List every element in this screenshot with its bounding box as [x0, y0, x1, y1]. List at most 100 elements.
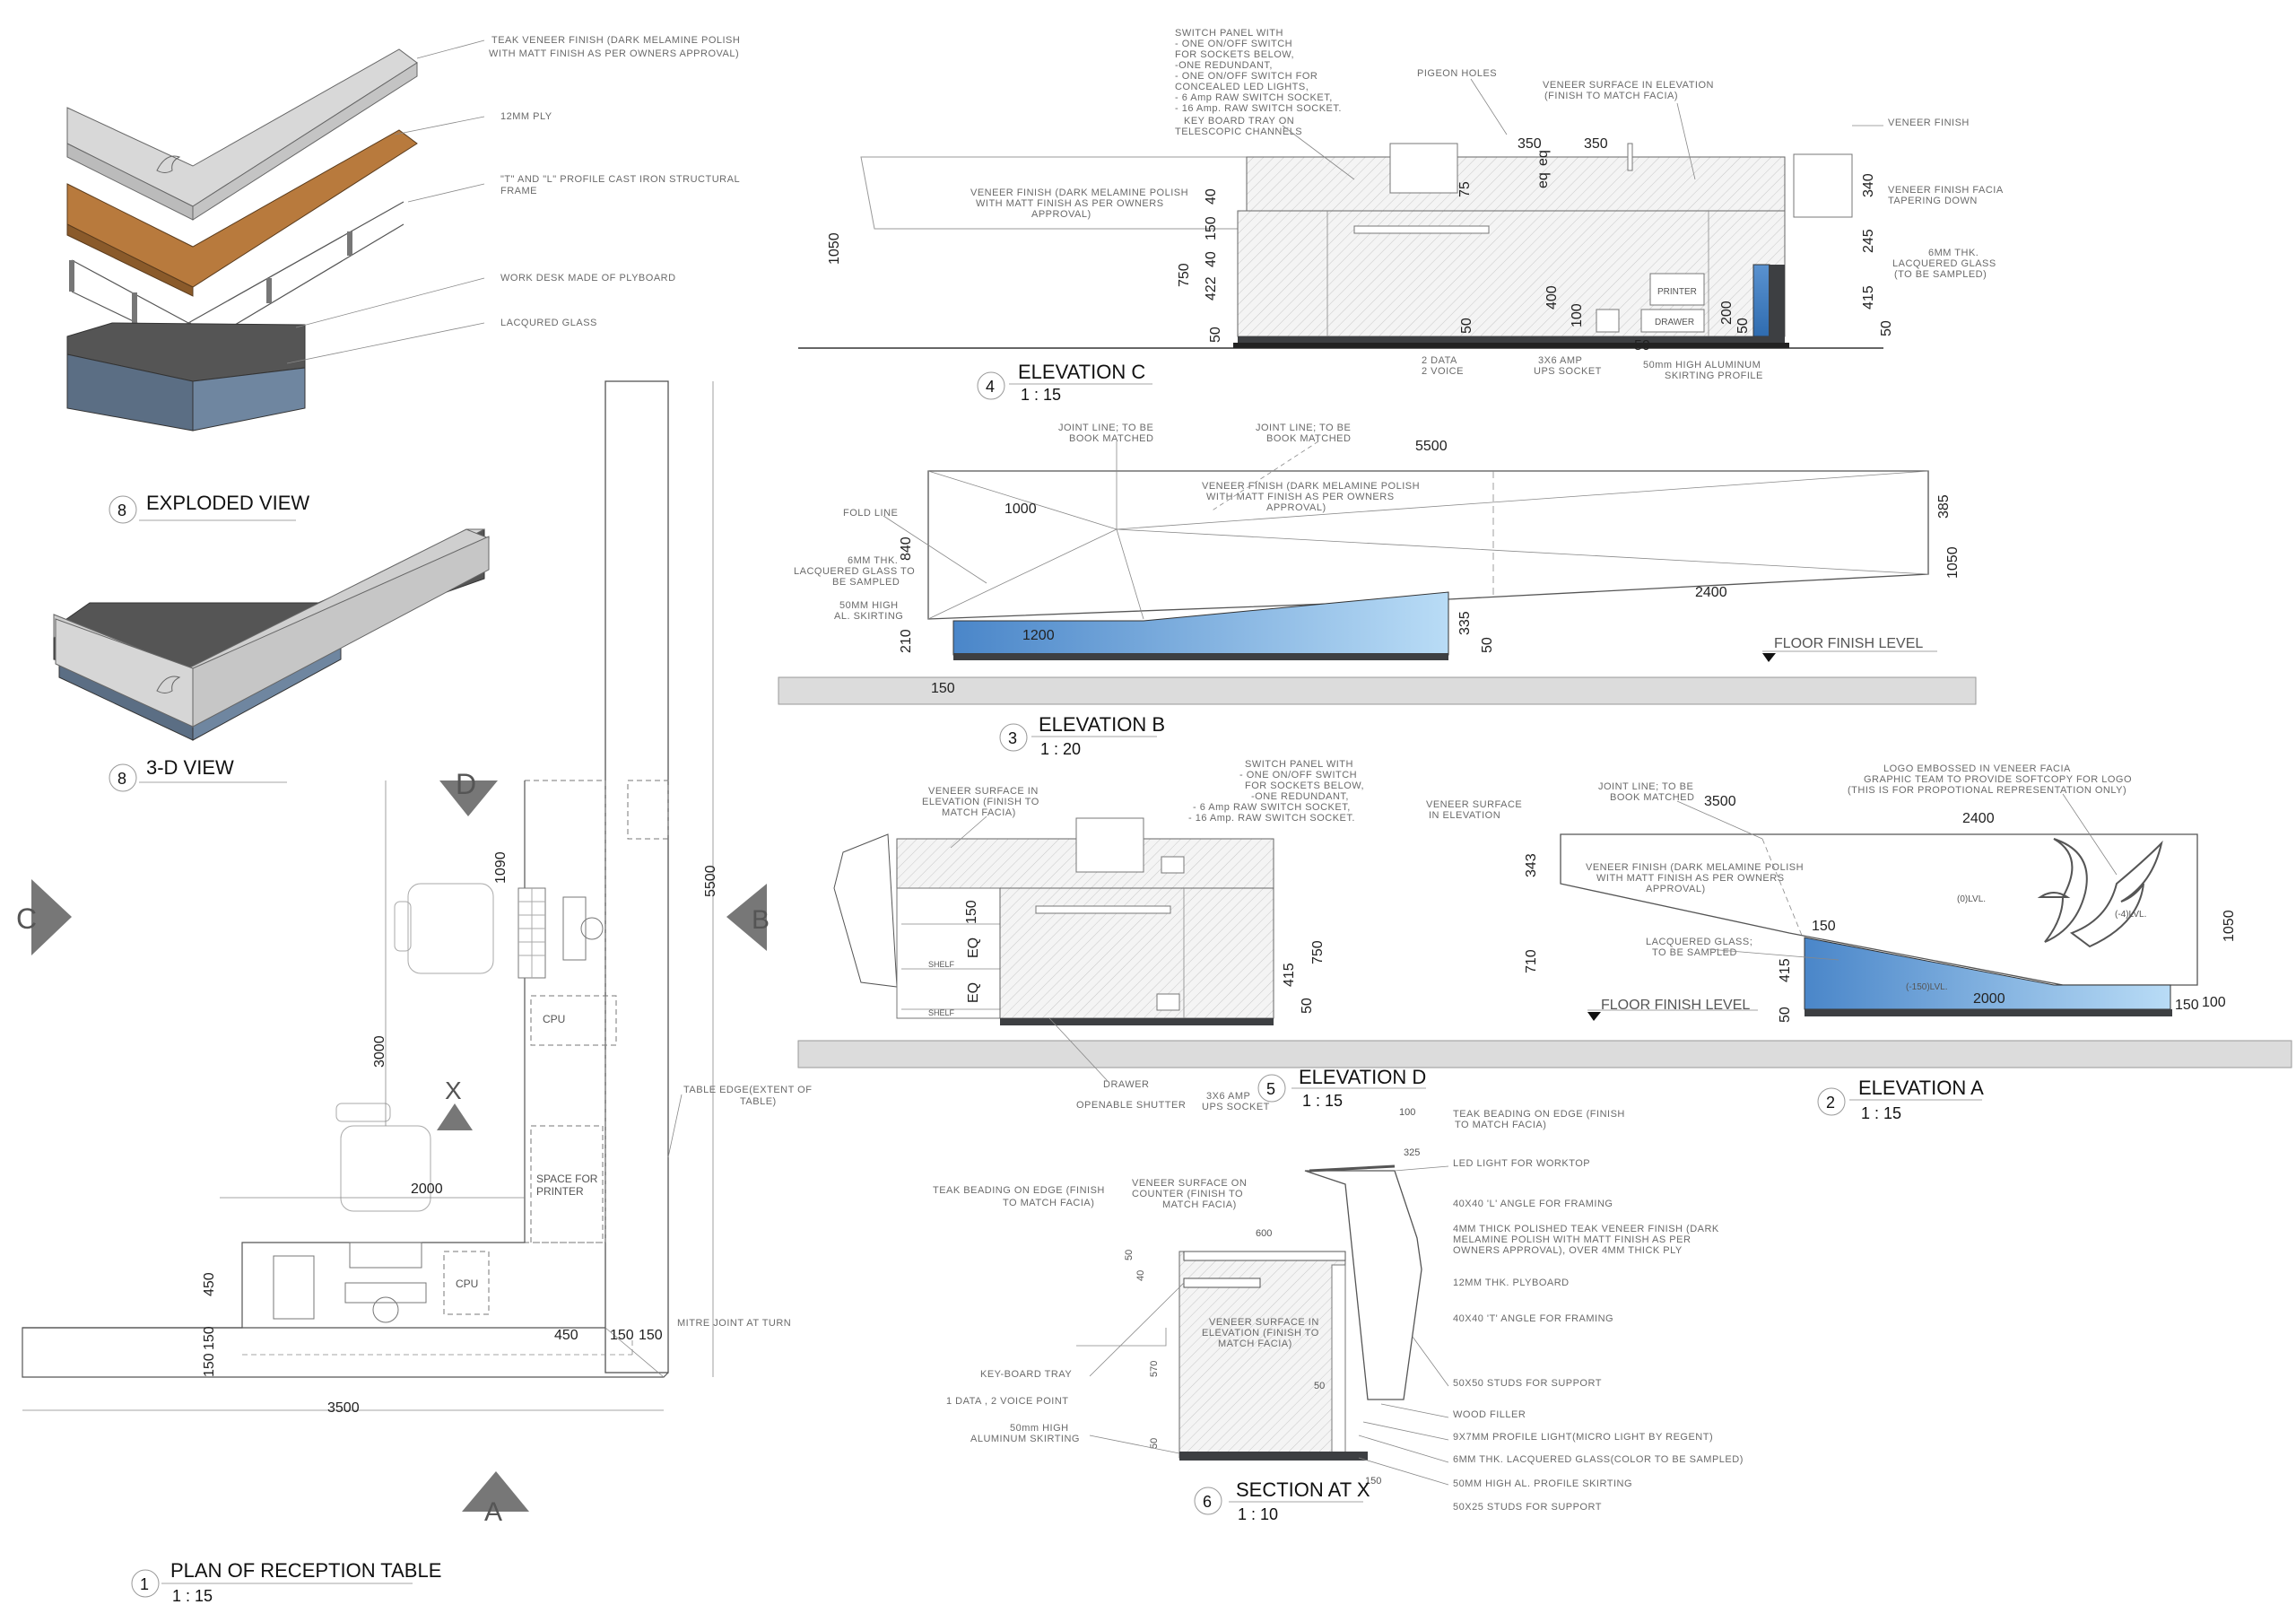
plan-printer-label: SPACE FOR [536, 1173, 598, 1185]
exploded-note-6: WORK DESK MADE OF PLYBOARD [500, 273, 676, 283]
note-line: WITH MATT FINISH AS PER OWNERS [1596, 873, 1785, 884]
note-line: BOOK MATCHED [1266, 433, 1351, 444]
elevD-shelf: SHELF [928, 960, 955, 969]
elevC-notes: SWITCH PANEL WITH - ONE ON/OFF SWITCH FO… [970, 28, 2004, 381]
view-scale: 1 : 15 [172, 1587, 213, 1605]
note-line: VENEER FINISH FACIA [1888, 185, 2004, 196]
note-line: LACQUERED GLASS TO [794, 566, 915, 577]
note-line: OWNERS APPROVAL), OVER 4MM THICK PLY [1453, 1245, 1683, 1256]
note-line: UPS SOCKET [1534, 366, 1602, 377]
elevC-dim: 350 [1518, 136, 1542, 152]
note-line: 12MM THK. PLYBOARD [1453, 1278, 1570, 1288]
section-drawing: 325 100 600 50 40 570 50 50 150 TEAK BEA… [933, 1107, 1744, 1513]
note-line: (TO BE SAMPLED) [1894, 269, 1987, 280]
view-number: 8 [117, 770, 126, 788]
elevC-dim: 150 [1204, 216, 1219, 240]
elevD-dim: EQ [966, 982, 981, 1003]
plan-dim: 450 [554, 1328, 578, 1343]
elevation-a-drawing: (0)LVL. (-4)LVL. (-150)LVL. 343 3500 240… [1524, 763, 2237, 1023]
elevA-level: (-4)LVL. [2115, 910, 2146, 920]
note-line: VENEER FINISH [1888, 118, 1970, 128]
note-line: SWITCH PANEL WITH [1175, 28, 1283, 39]
note-line: TO MATCH FACIA) [1003, 1198, 1094, 1208]
elevC-dim: 200 [1719, 301, 1735, 325]
elevA-dim: 343 [1524, 853, 1539, 877]
plan-dim: 150 [639, 1328, 663, 1343]
note-line: SKIRTING PROFILE [1665, 371, 1763, 381]
exploded-note-1: TEAK VENEER FINISH (DARK MELAMINE POLISH [491, 35, 740, 46]
note-line: IN ELEVATION [1429, 810, 1500, 821]
elevB-dim: 1200 [1022, 628, 1055, 643]
note-line: 9X7MM PROFILE LIGHT(MICRO LIGHT BY REGEN… [1453, 1432, 1713, 1443]
note-line: TAPERING DOWN [1888, 196, 1978, 206]
marker-a-arrow [462, 1471, 529, 1512]
elevC-dim: 40 [1204, 251, 1219, 267]
view-scale: 1 : 15 [1302, 1092, 1343, 1110]
note-line: 50MM HIGH AL. PROFILE SKIRTING [1453, 1478, 1632, 1489]
view-title: ELEVATION B [1039, 713, 1165, 736]
view-number: 3 [1008, 729, 1017, 747]
note-line: ELEVATION (FINISH TO [922, 797, 1039, 807]
section-dim: 50 [1124, 1250, 1135, 1260]
elevC-dim: 350 [1584, 136, 1608, 152]
note-line: WITH MATT FINISH AS PER OWNERS [1206, 492, 1395, 502]
note-line: ELEVATION (FINISH TO [1202, 1328, 1319, 1339]
elevA-dim: 150 [1812, 919, 1836, 934]
elevC-dim: 750 [1177, 263, 1192, 287]
note-line: BOOK MATCHED [1069, 433, 1153, 444]
section-dim: 100 [1399, 1107, 1415, 1118]
elevD-dim: 415 [1282, 963, 1297, 987]
elevD-dim: 150 [964, 900, 979, 924]
note-line: WITH MATT FINISH AS PER OWNERS [976, 198, 1164, 209]
elevC-dim: 40 [1204, 188, 1219, 205]
marker-a: A [484, 1497, 502, 1527]
note-line: - ONE ON/OFF SWITCH FOR [1175, 71, 1318, 82]
note-line: - 6 Amp RAW SWITCH SOCKET, [1175, 92, 1333, 103]
elevC-drawer: DRAWER [1655, 318, 1694, 327]
elevC-dim: eq [1535, 150, 1551, 166]
plan-note-edge: TABLE EDGE(EXTENT OF [683, 1085, 812, 1095]
plan-title: 1 PLAN OF RECEPTION TABLE 1 : 15 [131, 1559, 441, 1605]
elevB-dim: 385 [1936, 494, 1952, 519]
note-line: 50MM HIGH [839, 600, 899, 611]
note-line: - ONE ON/OFF SWITCH [1175, 39, 1292, 49]
elevD-dim: EQ [966, 937, 981, 958]
plan-dim: 150 [202, 1353, 217, 1377]
section-dim: 325 [1404, 1147, 1420, 1158]
note-line: UPS SOCKET [1202, 1102, 1270, 1112]
elevA-dim: 1050 [2222, 910, 2237, 942]
note-line: TO MATCH FACIA) [1455, 1120, 1546, 1130]
elevA-level: (-150)LVL. [1906, 982, 1948, 992]
exploded-view-title: 8 EXPLODED VIEW [109, 492, 309, 524]
note-line: VENEER SURFACE IN [1209, 1317, 1319, 1328]
elevD-shelf: SHELF [928, 1008, 955, 1017]
elevC-dim: 50 [1735, 318, 1751, 334]
elevC-dim: 245 [1861, 229, 1876, 253]
elevB-notes: JOINT LINE; TO BE BOOK MATCHED JOINT LIN… [794, 423, 1420, 622]
note-line: 2 DATA [1422, 355, 1457, 366]
plan-drawing: CPU SPACE FOR PRINTER CPU 1090 5500 3000 [16, 380, 812, 1527]
note-line: MATCH FACIA) [1162, 1199, 1237, 1210]
view-title: SECTION AT X [1236, 1478, 1370, 1501]
view-number: 4 [986, 378, 995, 396]
note-line: 50X50 STUDS FOR SUPPORT [1453, 1378, 1602, 1389]
elevC-dim: 50 [1459, 318, 1474, 334]
marker-b: B [752, 905, 770, 935]
elevB-ffl: FLOOR FINISH LEVEL [1774, 636, 1923, 651]
note-line: 6MM THK. LACQUERED GLASS(COLOR TO BE SAM… [1453, 1454, 1744, 1465]
note-line: COUNTER (FINISH TO [1132, 1189, 1243, 1199]
note-line: FOLD LINE [843, 508, 898, 519]
plan-dim: 150 [610, 1328, 634, 1343]
elevC-dim: 50 [1879, 320, 1894, 336]
exploded-note-7: LACQURED GLASS [500, 318, 597, 328]
elevC-dim: 100 [1570, 303, 1585, 327]
plan-dim: 5500 [703, 865, 718, 897]
elevA-dim: 150 [2175, 998, 2199, 1013]
plan-dim: 150 [202, 1326, 217, 1350]
marker-c: C [16, 903, 37, 935]
note-line: 50mm HIGH ALUMINUM [1643, 360, 1761, 371]
marker-d: D [456, 768, 476, 800]
elevA-notes: JOINT LINE; TO BE BOOK MATCHED LOGO EMBO… [1586, 763, 2132, 958]
note-line: VENEER FINISH (DARK MELAMINE POLISH [970, 187, 1188, 198]
note-line: TEAK BEADING ON EDGE (FINISH [1453, 1109, 1625, 1120]
